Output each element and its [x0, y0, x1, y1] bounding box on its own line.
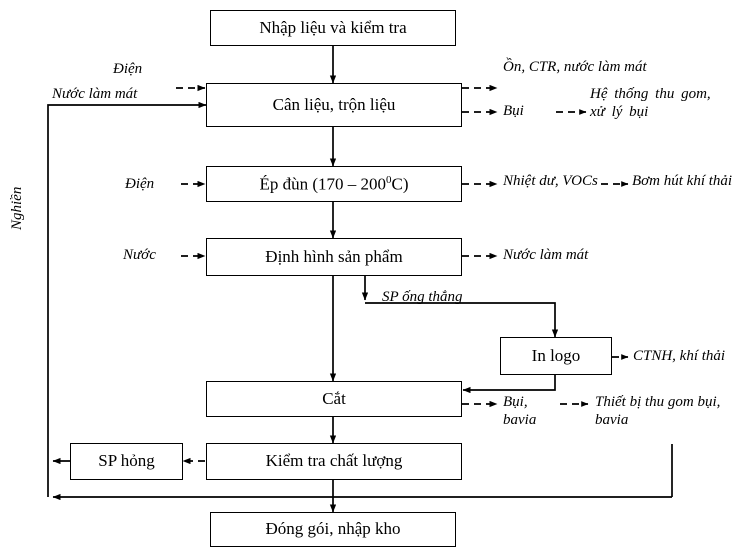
box-sp-hong-label: SP hỏng [98, 451, 155, 471]
box-cat-label: Cắt [322, 388, 346, 408]
box-can-lieu-label: Cân liệu, trộn liệu [272, 94, 396, 114]
label-nhiet-du-vocs: Nhiệt dư, VOCs [503, 173, 598, 189]
label-sp-ong-thang: SP ống thẳng [382, 289, 463, 305]
label-thiet-bi-thu-gom: Thiết bị thu gom bụi, bavia [595, 394, 721, 429]
label-dien-can-lieu: Điện [113, 61, 143, 77]
box-can-lieu[interactable]: Cân liệu, trộn liệu [206, 83, 462, 127]
box-kiem-tra-label: Kiểm tra chất lượng [265, 451, 403, 471]
box-nhap-lieu[interactable]: Nhập liệu và kiểm tra [210, 10, 456, 46]
box-dinh-hinh-label: Định hình sản phẩm [265, 246, 403, 266]
box-nhap-lieu-label: Nhập liệu và kiểm tra [259, 17, 407, 37]
box-dong-goi-label: Đóng gói, nhập kho [265, 519, 401, 539]
label-nuoc-lam-mat-output: Nước làm mát [503, 247, 589, 263]
label-ctnh-khi-thai: CTNH, khí thải [633, 348, 726, 364]
label-bui-bavia: Bụi, bavia [503, 394, 537, 429]
box-in-logo[interactable]: In logo [500, 337, 612, 375]
label-bom-hut-khi-thai: Bơm hút khí thải [632, 173, 733, 189]
box-ep-dun-label: Ép đùn (170 – 2000C) [259, 173, 409, 194]
label-bui: Bụi [503, 103, 524, 119]
box-dinh-hinh[interactable]: Định hình sản phẩm [206, 238, 462, 276]
label-on-ctr-nuoc-lam-mat: Ồn, CTR, nước làm mát [503, 59, 647, 75]
label-nuoc-lam-mat-input: Nước làm mát [52, 86, 138, 102]
box-kiem-tra[interactable]: Kiểm tra chất lượng [206, 443, 462, 480]
box-in-logo-label: In logo [531, 345, 581, 365]
label-dien-ep-dun: Điện [125, 176, 155, 192]
label-nuoc-dinh-hinh: Nước [123, 247, 156, 263]
box-ep-dun[interactable]: Ép đùn (170 – 2000C) [206, 166, 462, 202]
box-sp-hong[interactable]: SP hỏng [70, 443, 183, 480]
box-cat[interactable]: Cắt [206, 381, 462, 417]
label-he-thong-thu-gom: Hệ thống thu gom, xử lý bụi [590, 86, 711, 121]
label-nghien: Nghiền [9, 186, 25, 230]
box-dong-goi[interactable]: Đóng gói, nhập kho [210, 512, 456, 547]
